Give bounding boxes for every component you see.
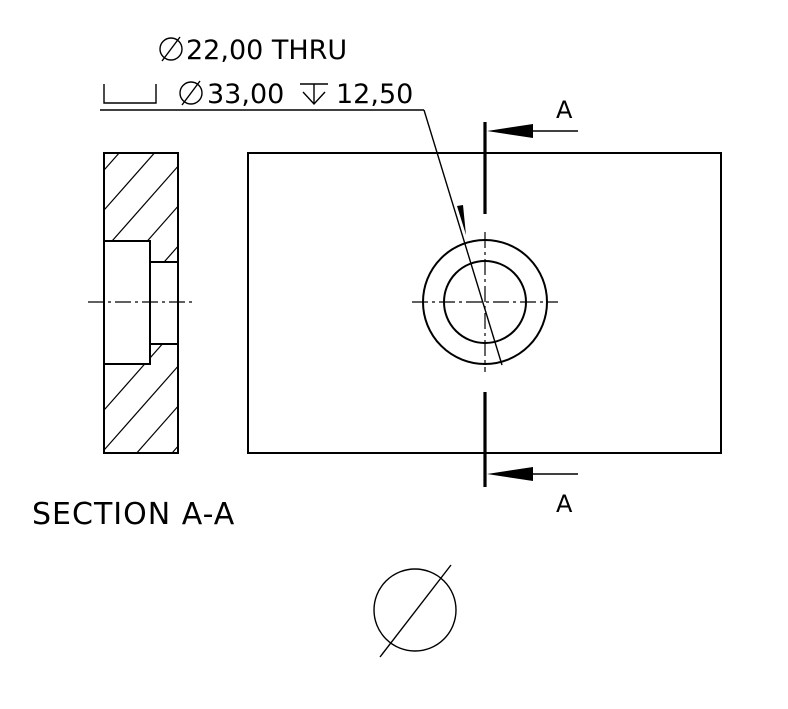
diameter-symbol-icon [373,564,457,658]
depth-icon [300,83,328,106]
section-outline [103,152,179,454]
callout-counterbore-diameter: 33,00 [207,79,284,110]
cutting-plane-arrow-bottom [487,467,578,481]
hole-callout: 22,00 THRU 33,00 12,50 [100,35,503,366]
cutting-plane-label-bottom: A [556,490,573,518]
cutting-plane-label-top: A [556,96,573,124]
diameter-icon [159,36,183,62]
section-hatch-bottom [104,344,178,453]
section-label: SECTION A-A [32,497,235,532]
callout-depth-value: 12,50 [336,79,413,110]
leader-arrowhead [457,205,466,235]
diameter-icon [179,80,203,106]
cutting-plane-arrow-top [487,124,578,138]
section-hatch-top [104,153,178,262]
section-view [88,152,196,454]
callout-leader-line [423,109,503,366]
cutting-plane: A A [483,96,578,518]
counterbore-symbol-icon [103,84,157,104]
callout-line1-text: 22,00 THRU [186,35,347,66]
